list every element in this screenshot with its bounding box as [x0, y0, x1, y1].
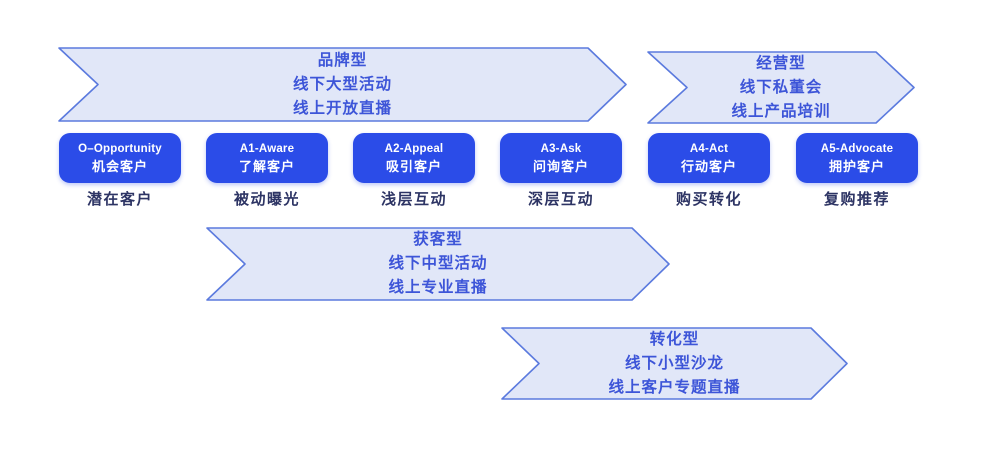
stage-code: A5-Advocate	[820, 142, 894, 155]
stage-code: A1-Aware	[239, 142, 295, 155]
banner-line: 获客型	[413, 231, 463, 248]
banner-line: 品牌型	[317, 51, 368, 69]
banner-line: 线下大型活动	[292, 75, 392, 93]
chevron-shape-operation	[647, 51, 915, 124]
banner-line: 线下小型沙龙	[624, 354, 724, 372]
stage-name: 拥护客户	[828, 158, 885, 174]
stage-code: A3-Ask	[540, 142, 582, 155]
banner-line: 线上专业直播	[388, 279, 488, 296]
stage-caption-deep-interaction: 深层互动	[527, 191, 594, 208]
stage-caption-purchase-conversion: 购买转化	[675, 191, 742, 208]
stage-box-a1-aware: A1-Aware 了解客户	[206, 133, 328, 183]
stage-code: O–Opportunity	[78, 142, 162, 155]
banner-brand: 品牌型 线下大型活动 线上开放直播	[58, 47, 627, 122]
stage-box-o-opportunity: O–Opportunity 机会客户	[59, 133, 181, 183]
stage-box-a3-ask: A3-Ask 问询客户	[500, 133, 622, 183]
chevron-shape-brand	[58, 47, 627, 122]
banner-conversion: 转化型 线下小型沙龙 线上客户专题直播	[501, 327, 848, 400]
stage-caption-passive-exposure: 被动曝光	[233, 191, 300, 208]
stage-caption-repurchase-referral: 复购推荐	[823, 191, 890, 208]
stage-code: A4-Act	[689, 142, 729, 155]
stage-name: 问询客户	[532, 158, 589, 174]
stage-caption-shallow-interaction: 浅层互动	[380, 191, 447, 208]
stage-name: 机会客户	[91, 158, 148, 174]
stage-name: 了解客户	[238, 158, 295, 174]
banner-line: 线上开放直播	[292, 99, 392, 117]
banner-line: 经营型	[756, 54, 806, 72]
stage-code: A2-Appeal	[384, 142, 444, 155]
stage-name: 吸引客户	[385, 158, 442, 174]
chevron-shape-acquisition	[206, 227, 670, 301]
stage-name: 行动客户	[680, 158, 737, 174]
stage-caption-potential: 潜在客户	[86, 191, 153, 208]
banner-line: 线上客户专题直播	[608, 378, 741, 396]
banner-line: 转化型	[649, 330, 700, 348]
stage-box-a5-advocate: A5-Advocate 拥护客户	[796, 133, 918, 183]
banner-operation-text: 经营型 线下私董会 线上产品培训	[647, 51, 915, 124]
banner-acquisition-text: 获客型 线下中型活动 线上专业直播	[206, 227, 670, 301]
banner-conversion-text: 转化型 线下小型沙龙 线上客户专题直播	[501, 327, 848, 400]
stage-box-a4-act: A4-Act 行动客户	[648, 133, 770, 183]
banner-brand-text: 品牌型 线下大型活动 线上开放直播	[58, 47, 627, 122]
chevron-shape-conversion	[501, 327, 848, 400]
banner-acquisition: 获客型 线下中型活动 线上专业直播	[206, 227, 670, 301]
banner-line: 线上产品培训	[731, 102, 831, 120]
banner-line: 线下私董会	[739, 78, 823, 96]
stage-box-a2-appeal: A2-Appeal 吸引客户	[353, 133, 475, 183]
banner-operation: 经营型 线下私董会 线上产品培训	[647, 51, 915, 124]
banner-line: 线下中型活动	[388, 255, 488, 272]
